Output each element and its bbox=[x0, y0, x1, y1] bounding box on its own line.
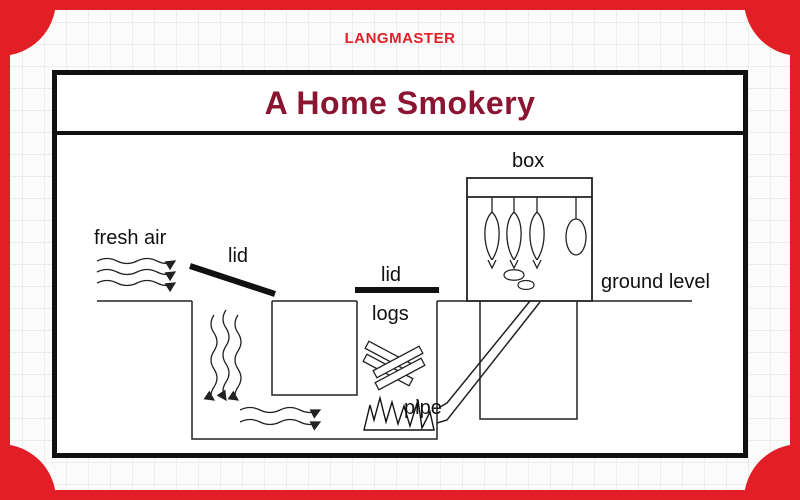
label-box: box bbox=[512, 150, 544, 172]
fresh-air-arrows bbox=[96, 257, 177, 293]
smokery-diagram: fresh air lid lid box ground level logs … bbox=[94, 150, 710, 440]
smoke-swirl bbox=[503, 269, 535, 291]
box-base bbox=[479, 301, 578, 420]
label-logs: logs bbox=[372, 303, 409, 325]
logs-icon bbox=[362, 340, 426, 391]
fire-icon bbox=[363, 395, 435, 431]
bottom-air-arrows bbox=[239, 406, 322, 431]
diagram-panel: A Home Smokery bbox=[52, 70, 748, 458]
label-lid-left: lid bbox=[228, 245, 248, 267]
trench-outline bbox=[191, 301, 438, 440]
pipe bbox=[436, 300, 541, 424]
brand-logo: LANGMASTER bbox=[344, 30, 456, 47]
downward-air-arrows bbox=[203, 309, 242, 402]
hanging-fish-icon bbox=[484, 197, 545, 270]
lid-left bbox=[189, 263, 276, 297]
label-pipe: pipe bbox=[404, 397, 442, 419]
diagram-title: A Home Smokery bbox=[264, 84, 536, 121]
title-bar: A Home Smokery bbox=[57, 75, 743, 135]
label-ground-level: ground level bbox=[601, 271, 710, 293]
label-fresh-air: fresh air bbox=[94, 227, 167, 249]
hanging-meat-icon bbox=[565, 197, 587, 256]
label-lid-middle: lid bbox=[381, 264, 401, 286]
